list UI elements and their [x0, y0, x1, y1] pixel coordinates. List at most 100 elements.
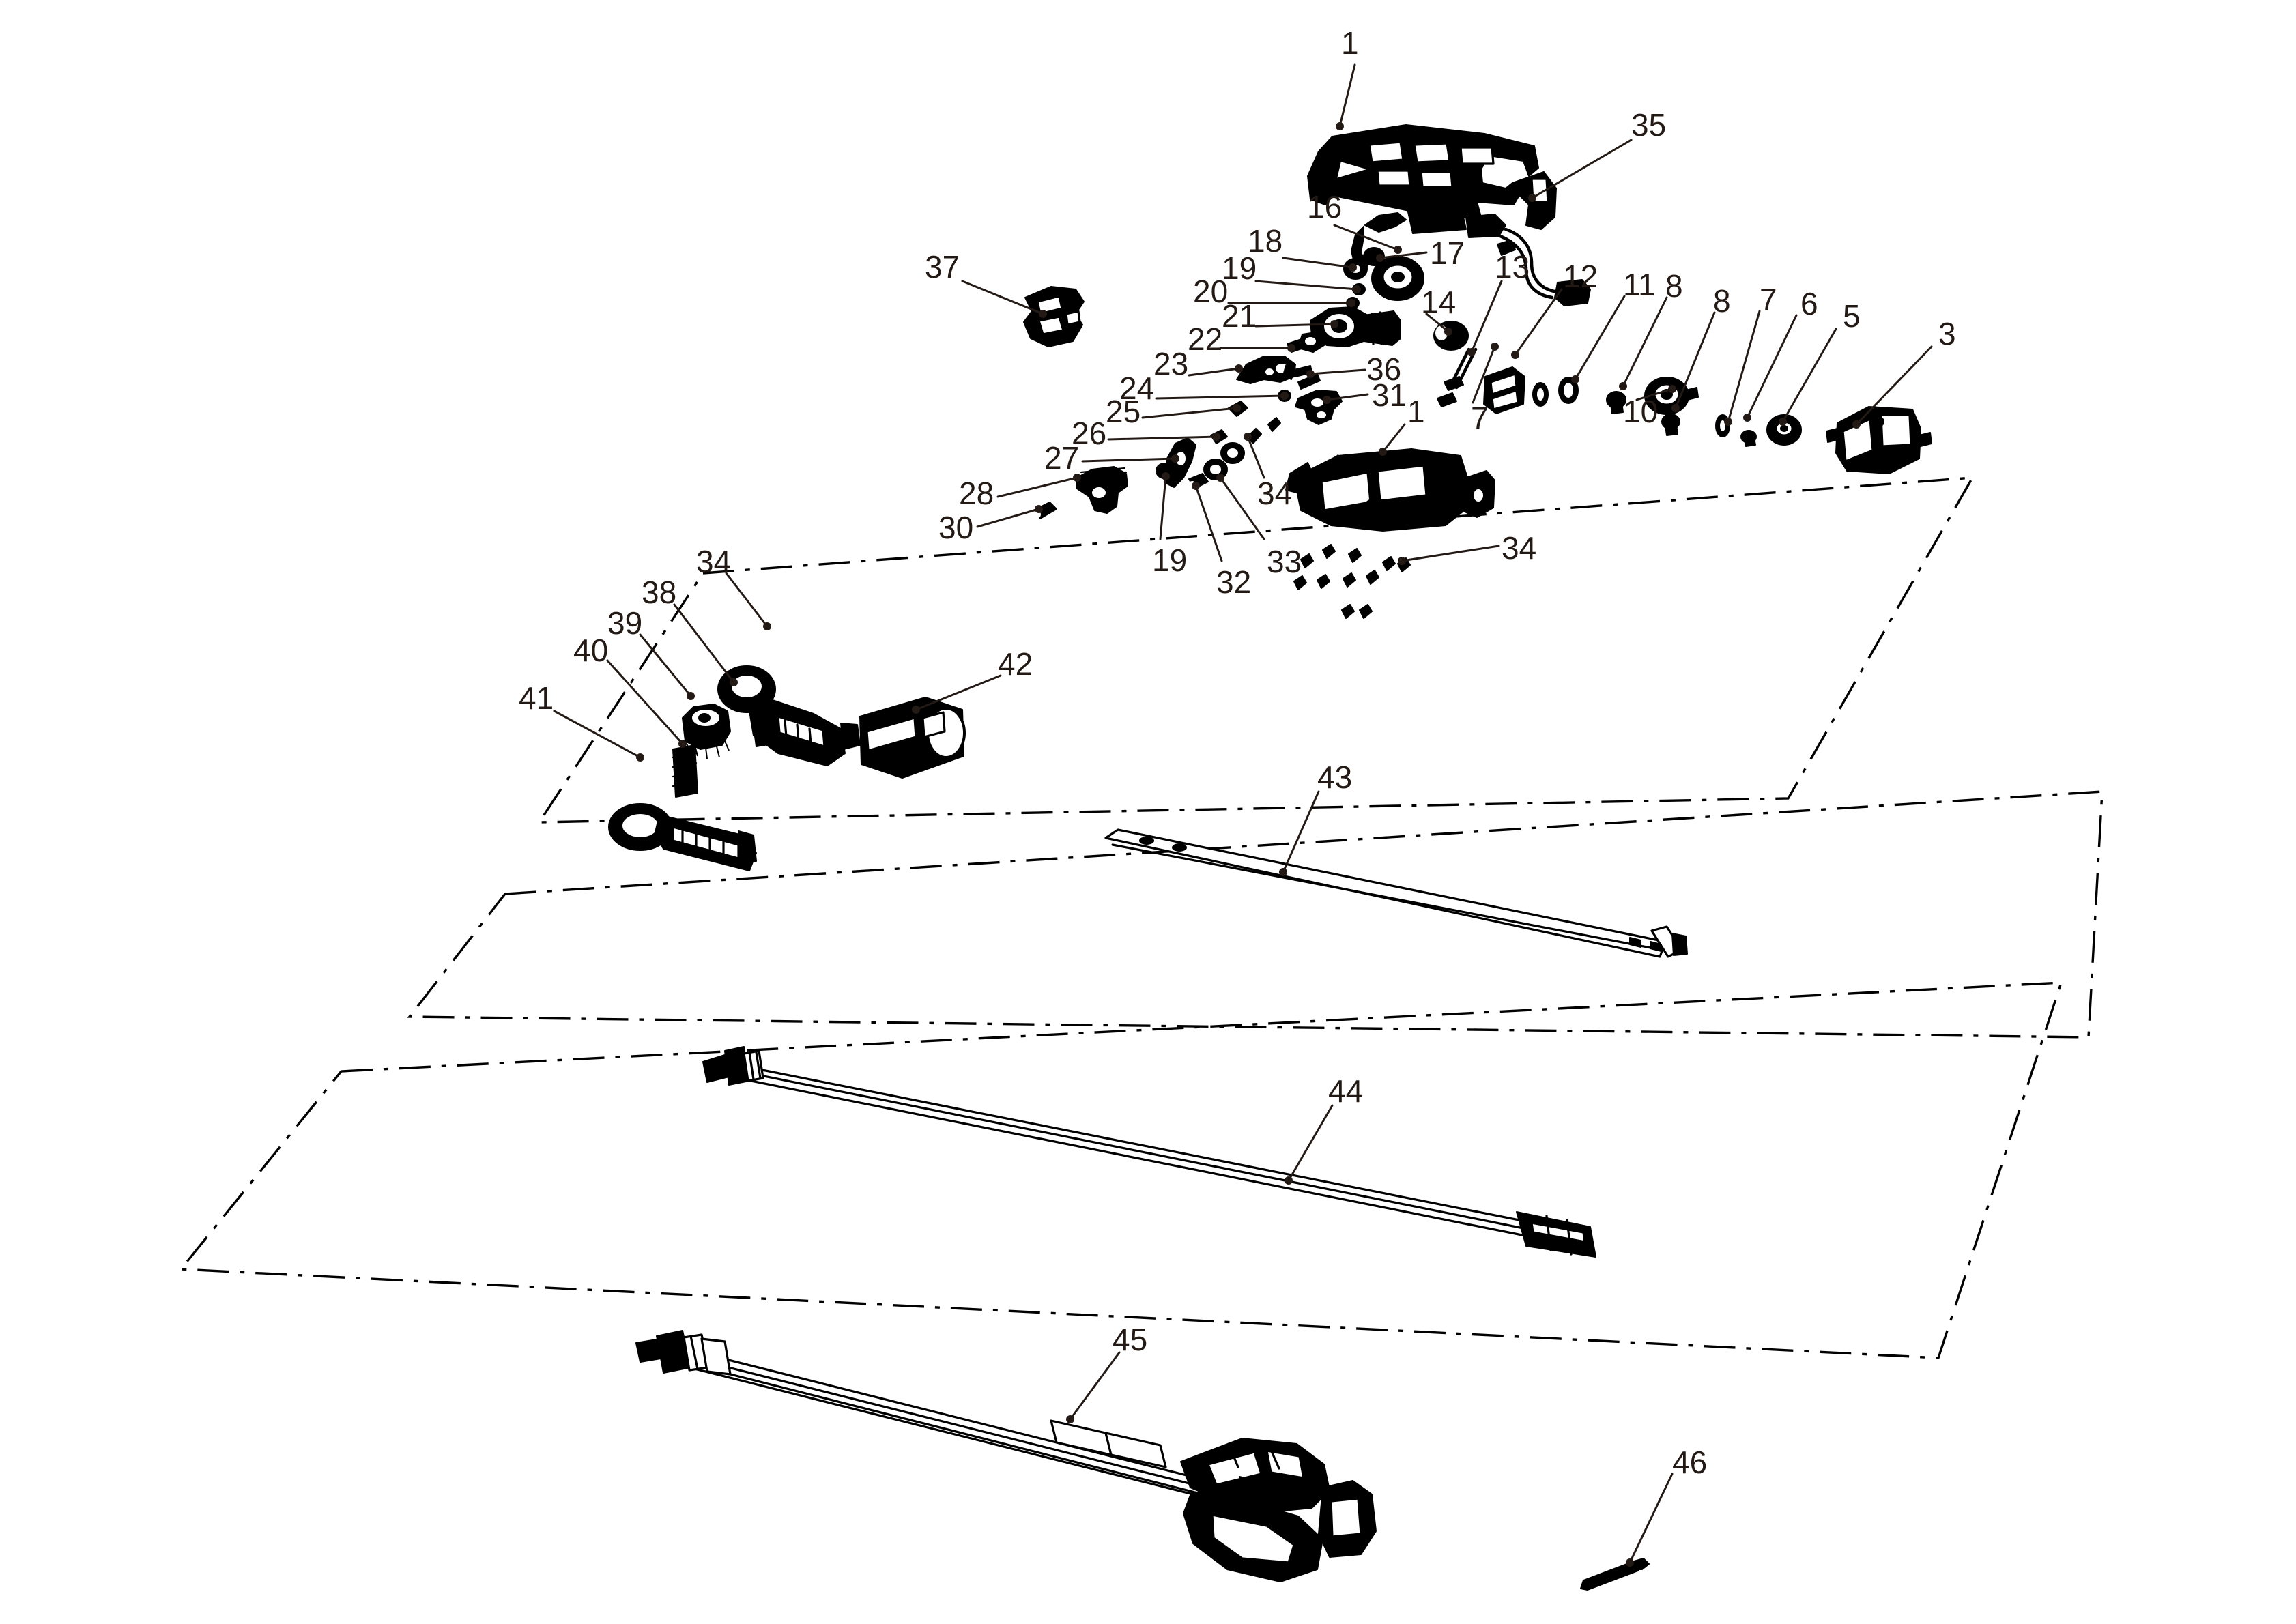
- leader-line-12: [1514, 288, 1563, 356]
- leader-line-24: [1155, 394, 1286, 400]
- callout-number-32: 32: [1216, 564, 1252, 600]
- leader-endpoint-40: [678, 740, 687, 748]
- leader-line-33: [1219, 476, 1265, 540]
- part-46-hex-key: [1580, 1558, 1650, 1591]
- leader-endpoint-5: [1779, 418, 1787, 426]
- leader-line-37: [961, 280, 1044, 315]
- leader-endpoint-34: [1398, 557, 1406, 565]
- leader-line-25: [1141, 407, 1238, 419]
- part-7-washer-a: [1532, 382, 1549, 407]
- callout-number-41: 41: [519, 680, 554, 716]
- callout-number-1: 1: [1341, 25, 1359, 61]
- leader-line-19: [1159, 475, 1167, 540]
- callout-number-34: 34: [1502, 530, 1537, 566]
- leader-line-40: [606, 659, 684, 745]
- leader-endpoint-41: [636, 753, 644, 762]
- leader-endpoint-45: [1066, 1415, 1074, 1423]
- callout-number-37: 37: [925, 249, 960, 285]
- leader-endpoint-11: [1571, 375, 1579, 383]
- callout-number-28: 28: [959, 476, 994, 511]
- leader-endpoint-17: [1376, 254, 1384, 262]
- callout-number-19: 19: [1222, 250, 1257, 286]
- callout-number-30: 30: [938, 510, 974, 545]
- callout-number-5: 5: [1843, 298, 1861, 334]
- group-frame-extension-lower: [178, 981, 2063, 1359]
- leader-line-7: [1727, 310, 1761, 423]
- callout-number-46: 46: [1672, 1445, 1708, 1480]
- leader-line-39: [639, 633, 692, 697]
- leader-endpoint-43: [1279, 868, 1287, 876]
- callout-number-17: 17: [1430, 235, 1465, 271]
- callout-number-44: 44: [1328, 1073, 1364, 1109]
- leader-endpoint-8: [1671, 404, 1680, 412]
- leader-line-34: [1246, 435, 1265, 479]
- leader-endpoint-35: [1528, 194, 1536, 202]
- leader-line-43: [1282, 790, 1320, 873]
- callout-number-12: 12: [1563, 259, 1598, 294]
- part-27-trigger: [1165, 437, 1196, 488]
- part-16-roller: [1371, 256, 1424, 301]
- callout-number-35: 35: [1631, 107, 1667, 143]
- part-5-end-plate: [1766, 414, 1802, 446]
- leader-endpoint-25: [1233, 404, 1241, 412]
- leader-endpoint-27: [1171, 454, 1179, 463]
- callout-number-11: 11: [1623, 267, 1656, 302]
- part-3-motor: [1826, 406, 1932, 474]
- part-6-screw: [1740, 430, 1757, 447]
- part-21-gear-housing: [1297, 306, 1401, 353]
- leader-endpoint-24: [1280, 392, 1289, 400]
- part-41-bar-assembly: [608, 803, 757, 871]
- leader-endpoint-14: [1444, 328, 1452, 336]
- callout-number-43: 43: [1317, 759, 1353, 795]
- part-45-pole-head-assembly: [635, 1330, 1377, 1582]
- leader-line-27: [1081, 457, 1177, 463]
- leader-line-18: [1282, 257, 1354, 269]
- part-42-coupler-sleeve: [859, 697, 966, 779]
- part-1-housing-half-lower: [1285, 448, 1495, 532]
- leader-endpoint-36: [1306, 370, 1315, 378]
- leader-endpoint-7: [1724, 418, 1732, 426]
- leader-line-26: [1107, 435, 1218, 441]
- part-12-brush-holder: [1483, 366, 1525, 414]
- leader-endpoint-31: [1323, 396, 1331, 404]
- callout-number-6: 6: [1800, 286, 1818, 321]
- callout-number-42: 42: [998, 646, 1033, 682]
- part-43-guide-bar: [1104, 828, 1688, 958]
- leader-endpoint-7: [1491, 343, 1499, 351]
- callout-number-40: 40: [573, 633, 609, 668]
- leader-line-3: [1855, 345, 1933, 426]
- leader-endpoint-39: [687, 692, 695, 700]
- leader-line-35: [1531, 139, 1633, 199]
- part-37-guard: [1023, 286, 1085, 347]
- leader-endpoint-19: [1353, 285, 1361, 293]
- leader-endpoint-1: [1336, 122, 1344, 130]
- part-38-drive-assembly: [717, 665, 861, 766]
- leader-endpoint-44: [1285, 1176, 1293, 1185]
- leader-line-31: [1325, 393, 1369, 401]
- leader-line-28: [996, 476, 1078, 498]
- callout-number-45: 45: [1113, 1322, 1148, 1357]
- leader-endpoint-33: [1216, 474, 1224, 482]
- group-frame-extension-upper: [407, 790, 2104, 1039]
- callout-number-31: 31: [1372, 377, 1407, 413]
- callout-number-14: 14: [1421, 285, 1456, 320]
- callout-number-1: 1: [1407, 394, 1425, 429]
- leader-line-45: [1069, 1351, 1121, 1421]
- leader-endpoint-32: [1192, 482, 1200, 490]
- leader-endpoint-21: [1330, 320, 1338, 328]
- leader-endpoint-12: [1511, 351, 1519, 359]
- leader-endpoint-8: [1619, 382, 1627, 390]
- callout-number-19: 19: [1152, 542, 1188, 578]
- callout-number-39: 39: [607, 605, 643, 641]
- callout-number-26: 26: [1072, 416, 1107, 451]
- leader-endpoint-22: [1287, 344, 1295, 352]
- leader-line-21: [1254, 323, 1336, 328]
- callout-number-8: 8: [1665, 268, 1683, 304]
- leader-endpoint-20: [1347, 299, 1355, 307]
- callout-number-34: 34: [696, 544, 732, 579]
- callout-number-7: 7: [1471, 401, 1489, 436]
- callout-number-13: 13: [1495, 249, 1530, 285]
- leader-line-19: [1254, 280, 1358, 291]
